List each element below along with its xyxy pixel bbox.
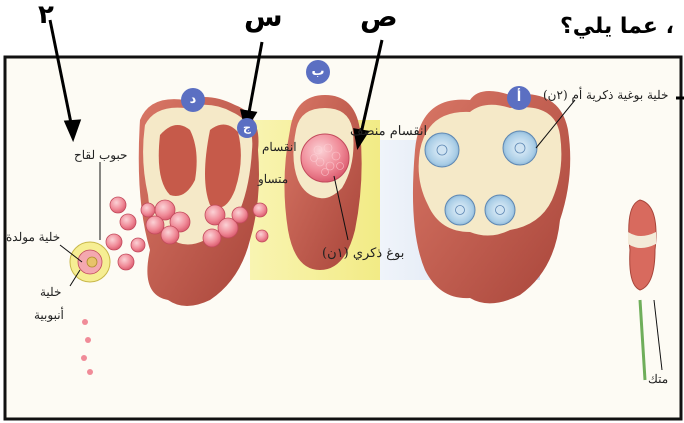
stage-b-anther <box>284 95 361 270</box>
stage-badge-a: أ <box>507 86 531 110</box>
label-sad: ص <box>360 0 398 33</box>
stage-badge-c: ج <box>237 118 257 138</box>
label-tube-cell-1: خلية <box>40 285 61 299</box>
stage-badge-d: د <box>181 88 205 112</box>
label-microspore: بوغ ذكري (١ن) <box>322 246 404 261</box>
microspore-mass <box>301 134 349 182</box>
label-mother-cell: خلية بوغية ذكرية أم (٢ن) <box>543 88 668 102</box>
label-two: ٢ <box>38 0 54 30</box>
label-tube-cell-2: أنبوبية <box>34 308 64 322</box>
label-mitosis-1: انقسام <box>262 140 297 154</box>
mother-cell-4 <box>485 195 515 225</box>
label-meiosis: انقسام منصف <box>350 124 427 139</box>
label-pollen-grains: حبوب لقاح <box>74 148 127 162</box>
mother-cell-3 <box>445 195 475 225</box>
label-seen: س <box>244 0 283 33</box>
stage-badge-b: ب <box>306 60 330 84</box>
label-generative-cell: خلية مولدة <box>6 230 60 244</box>
label-anther: متك <box>648 372 668 386</box>
mother-cell-1 <box>425 133 459 167</box>
label-mitosis-2: متساو <box>258 172 288 186</box>
mother-cell-2 <box>503 131 537 165</box>
question-fragment: ، عما يلي؟ <box>560 14 674 39</box>
